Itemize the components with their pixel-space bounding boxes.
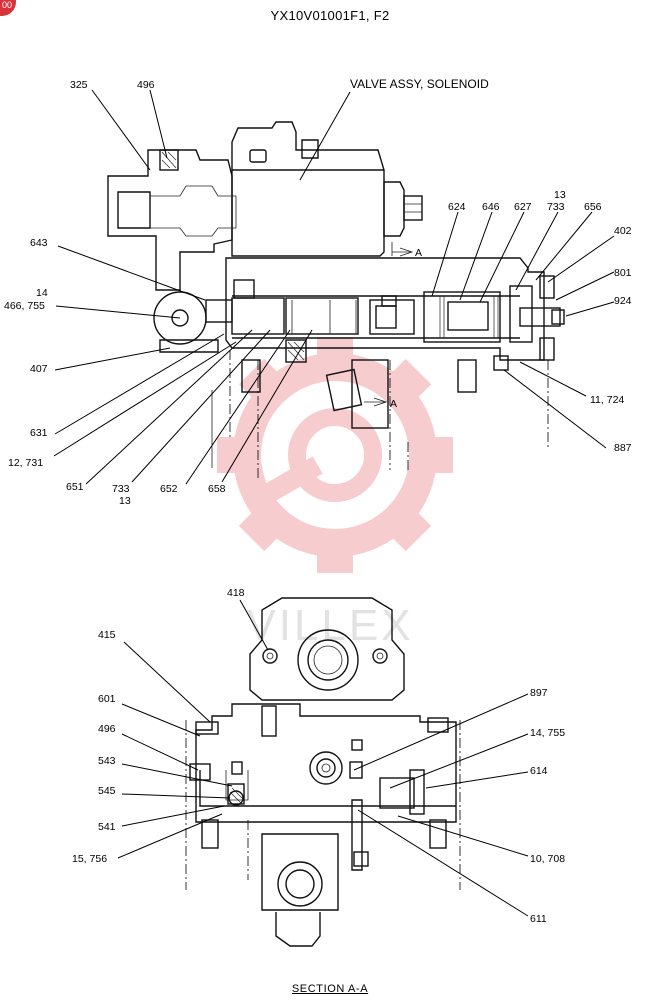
callout-407: 407 [30, 363, 48, 375]
top-view-assembly [107, 121, 565, 480]
top-view-labels: VALVE ASSY, SOLENOID A A 325 496 643 14 … [4, 77, 632, 507]
callout-627: 627 [514, 201, 532, 213]
callout-14-755: 14, 755 [530, 727, 565, 739]
section-caption: SECTION A-A [291, 983, 369, 995]
section-mark-upper: A [415, 247, 422, 259]
callout-801: 801 [614, 267, 632, 279]
callout-15-756: 15, 756 [72, 853, 107, 865]
callout-897: 897 [530, 687, 548, 699]
callout-614: 614 [530, 765, 548, 777]
section-mark-lower: A [390, 398, 397, 410]
callout-466-755: 466, 755 [4, 300, 45, 312]
callout-656: 656 [584, 201, 602, 213]
callout-651: 651 [66, 481, 84, 493]
callout-652: 652 [160, 483, 178, 495]
callout-924: 924 [614, 295, 632, 307]
top-view-leaders [53, 89, 615, 485]
callout-14: 14 [36, 287, 48, 299]
callout-541: 541 [98, 821, 116, 833]
callout-545: 545 [98, 785, 116, 797]
callout-611: 611 [530, 913, 547, 925]
callout-496: 496 [137, 79, 155, 91]
callout-543: 543 [98, 755, 116, 767]
callout-624: 624 [448, 201, 466, 213]
section-aa-leaders [117, 599, 529, 917]
callout-631: 631 [30, 427, 48, 439]
callout-601: 601 [98, 693, 116, 705]
callout-402: 402 [614, 225, 632, 237]
callout-415: 415 [98, 629, 116, 641]
callout-733-b: 733 [547, 201, 565, 213]
callout-887: 887 [614, 442, 632, 454]
callout-733-a: 733 [112, 483, 130, 495]
callout-496-b: 496 [98, 723, 116, 735]
callout-10-708: 10, 708 [530, 853, 565, 865]
watermark-text: VILLEX [246, 601, 413, 650]
callout-11-724: 11, 724 [590, 394, 624, 406]
callout-658: 658 [208, 483, 226, 495]
section-aa-view [185, 597, 461, 947]
callout-12-731: 12, 731 [8, 457, 43, 469]
callout-325: 325 [70, 79, 88, 91]
watermark-gear [217, 337, 453, 573]
callout-643: 643 [30, 237, 48, 249]
callout-646: 646 [482, 201, 500, 213]
callout-13-b: 13 [554, 189, 566, 201]
callout-418: 418 [227, 587, 245, 599]
drawing-title: YX10V01001F1, F2 [270, 8, 390, 23]
callout-13-a: 13 [119, 495, 131, 507]
assembly-label: VALVE ASSY, SOLENOID [350, 77, 489, 91]
section-caption-wrap: SECTION A-A [0, 983, 660, 995]
section-aa-labels: 418 415 601 496 543 545 541 15, 756 897 … [72, 587, 565, 925]
